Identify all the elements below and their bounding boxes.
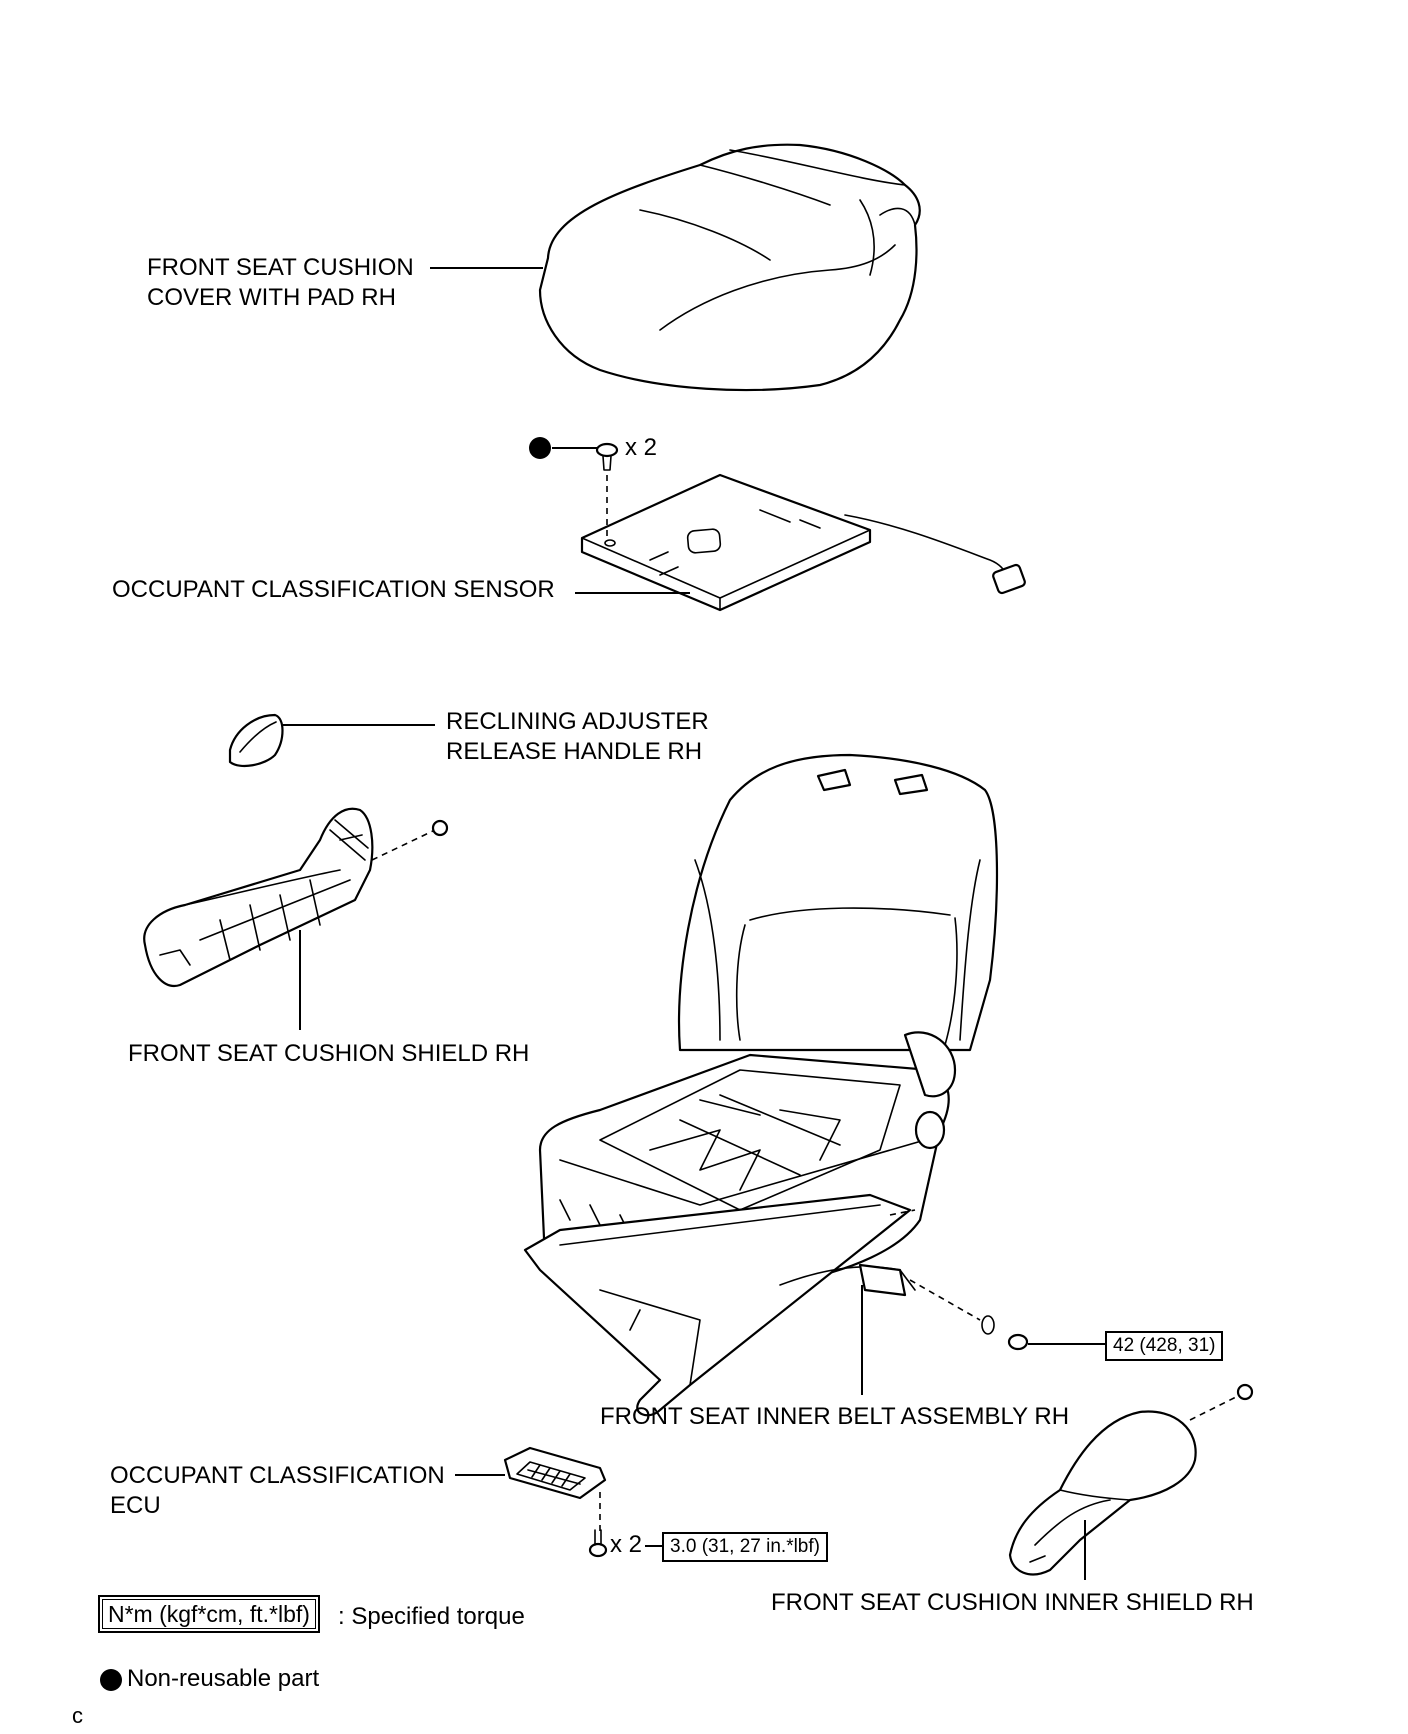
legend-torque-box: N*m (kgf*cm, ft.*lbf)	[98, 1595, 320, 1633]
legend-torque-units: N*m (kgf*cm, ft.*lbf)	[102, 1599, 316, 1629]
reclining-handle-drawing	[228, 713, 284, 768]
occupant-ecu-label-line2: ECU	[110, 1492, 161, 1519]
occupant-ecu-label: OCCUPANT CLASSIFICATION ECU	[110, 1461, 445, 1521]
reclining-handle-label-line1: RECLINING ADJUSTER	[446, 708, 709, 735]
legend-torque-text: : Specified torque	[338, 1603, 525, 1630]
cushion-cover-label-line1: FRONT SEAT CUSHION	[147, 254, 414, 281]
occupant-ecu-drawing	[503, 1446, 608, 1558]
corner-mark: c	[72, 1703, 83, 1728]
cushion-shield-drawing	[143, 807, 449, 988]
cushion-cover-label: FRONT SEAT CUSHION COVER WITH PAD RH	[147, 253, 414, 313]
sensor-clip-drawing	[595, 442, 619, 471]
ecu-bolt-torque: 3.0 (31, 27 in.*lbf)	[662, 1532, 828, 1562]
cushion-cover-label-line2: COVER WITH PAD RH	[147, 284, 396, 311]
cushion-cover-drawing	[538, 143, 921, 392]
reclining-handle-label-line2: RELEASE HANDLE RH	[446, 738, 703, 765]
clip-quantity: x 2	[625, 434, 658, 461]
cushion-shield-label: FRONT SEAT CUSHION SHIELD RH	[128, 1040, 530, 1067]
legend-nonreusable-text: Non-reusable part	[127, 1665, 320, 1692]
occupant-sensor-label: OCCUPANT CLASSIFICATION SENSOR	[112, 576, 555, 603]
belt-nut-torque: 42 (428, 31)	[1105, 1331, 1224, 1361]
inner-shield-drawing	[1008, 1383, 1254, 1576]
nonreusable-marker	[529, 437, 551, 459]
seat-assembly-drawing	[523, 753, 1029, 1417]
occupant-sensor-drawing	[580, 473, 1026, 612]
inner-shield-label: FRONT SEAT CUSHION INNER SHIELD RH	[771, 1589, 1254, 1616]
occupant-ecu-label-line1: OCCUPANT CLASSIFICATION	[110, 1462, 445, 1489]
bolt-quantity: x 2	[610, 1531, 643, 1558]
reclining-handle-label: RECLINING ADJUSTER RELEASE HANDLE RH	[446, 707, 709, 767]
legend-nonreusable-dot	[100, 1669, 122, 1691]
inner-belt-label: FRONT SEAT INNER BELT ASSEMBLY RH	[600, 1403, 1070, 1430]
